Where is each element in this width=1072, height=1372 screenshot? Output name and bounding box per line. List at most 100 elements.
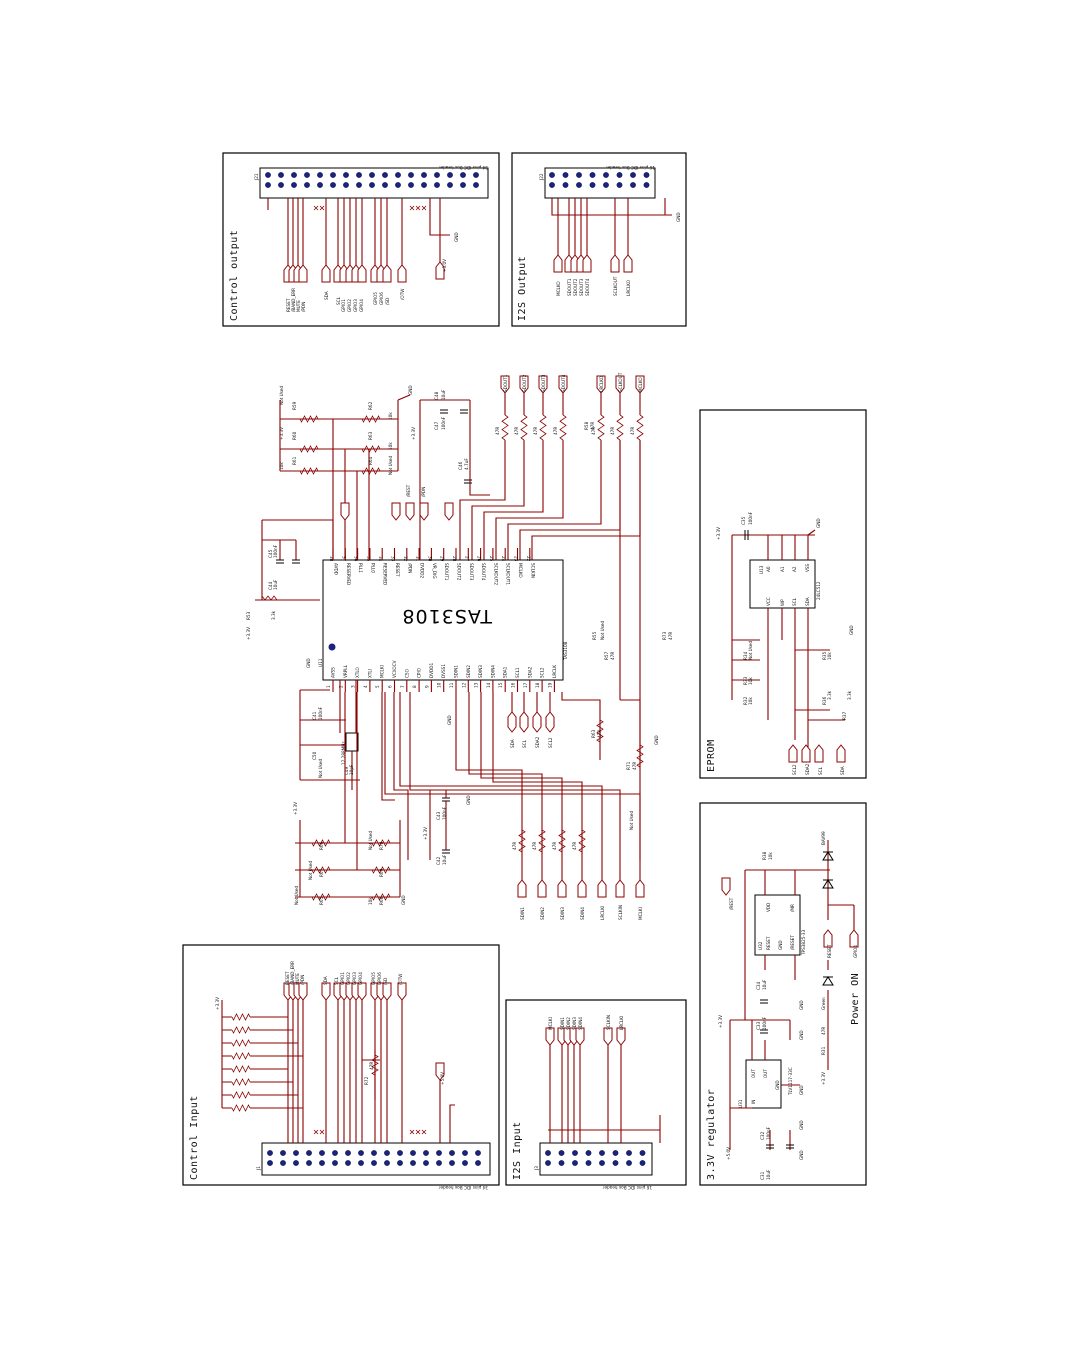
ic-left-num-15: 23 — [514, 556, 519, 562]
in-res-val-0: 47R — [512, 842, 517, 850]
j21-nc-4 — [421, 205, 427, 211]
v33-eeprom: +3.3V — [716, 527, 721, 540]
out-res-val-3: 47R — [553, 427, 558, 435]
power-on-label: Power ON — [850, 973, 861, 1025]
gnd-r35: GND — [849, 625, 854, 635]
ic-right-num-14: 15 — [498, 682, 503, 688]
r64-val: Not Used — [388, 456, 393, 475]
j1-pin-11 — [332, 1150, 338, 1156]
j21-pin-9 — [317, 172, 323, 178]
regulator: U31 TLV1117-33C IN OUT OUT GND +5.0V +3.… — [718, 831, 861, 1180]
low-res-right-2 — [371, 893, 391, 901]
j21-pin-1 — [265, 172, 271, 178]
bus-port-1 — [519, 711, 529, 733]
r37-val: 3.3k — [847, 690, 852, 700]
j3-pin-6 — [572, 1160, 578, 1166]
eeprom-pin-vcc: VCC — [766, 597, 771, 606]
ic-right-pin-15: SCL1 — [515, 667, 520, 678]
ic-right-num-5: 6 — [388, 685, 393, 688]
low-res-right-1 — [371, 866, 391, 874]
ic-right-pin-7: CPIO — [417, 667, 422, 678]
out-route-3 — [495, 440, 564, 560]
j1-port-9 — [357, 982, 367, 1001]
in-port-1 — [537, 879, 547, 898]
j21-port-3 — [298, 264, 308, 283]
j1-port-12 — [382, 982, 392, 1001]
ic-right-num-4: 5 — [375, 685, 380, 688]
r32-ref: R32 — [743, 696, 748, 705]
in-res-3 — [578, 829, 586, 853]
pullup-res-2 — [231, 1039, 251, 1047]
low-res-left-0 — [311, 839, 331, 847]
pullup-res-0 — [231, 1013, 251, 1021]
sig-reset-in: RESET — [285, 971, 290, 985]
r63-ref: R63 — [368, 431, 373, 440]
j1-nc-2 — [409, 1129, 415, 1135]
sig-gpio5-out: GPIO5 — [373, 292, 378, 305]
gnd-eeprom: GND — [816, 518, 821, 528]
j21-pin-18 — [369, 182, 375, 188]
in-port-label-5: SCLKIN — [618, 905, 623, 920]
bus-label-3: SCL2 — [548, 737, 553, 748]
ic-right-num-1: 2 — [338, 685, 343, 688]
sig-lrclko-j22: LRCLKO — [626, 279, 631, 296]
sup-pin-mr: /MR — [790, 904, 795, 912]
in-notused-val: Not Used — [629, 811, 634, 830]
j22-pin-16 — [643, 182, 650, 188]
ic-right-pin-6: CSO — [404, 668, 409, 678]
r38-val: 10k — [768, 852, 773, 860]
j1-pin-14 — [345, 1160, 351, 1166]
in-port-label-4: LRCLKI — [600, 906, 605, 920]
header-j21: J21 34 pins IDC Box header — [254, 165, 489, 199]
j3-pin-11 — [612, 1150, 619, 1156]
ic-right-num-18: 19 — [547, 682, 552, 688]
gnd-top-c — [444, 502, 454, 521]
j3-pin-16 — [639, 1160, 646, 1166]
bus-port-2 — [532, 711, 542, 733]
crystal-area: 12.288MHz C41 100nF C50 Not Used C49 10p… — [299, 658, 360, 790]
out-port-label-5: SCLKOUT — [618, 372, 623, 392]
in-port-label-0: SDIN1 — [520, 907, 525, 920]
r53-ref: R53 — [246, 611, 251, 620]
c34-ref: C34 — [756, 981, 761, 990]
eprom-frame — [699, 409, 867, 779]
sig-gpio6-in: GPIO6 — [377, 972, 382, 985]
main-ic: TAS3108 U11 TAS3108 AVDD38RESERVED37PLL1… — [318, 548, 568, 692]
j1-port-4 — [321, 982, 331, 1001]
j22-pin-8 — [589, 182, 596, 188]
r33-val: 10k — [748, 677, 753, 685]
j22-pin-13 — [630, 172, 636, 178]
j3-gnd-wire — [548, 1115, 661, 1143]
c50-val: Not Used — [318, 759, 323, 778]
sig-gpio6-out: GPIO6 — [379, 292, 384, 305]
c43-val: 100nF — [442, 806, 447, 820]
sig-sdout4-j22: SDOUT4 — [585, 278, 590, 296]
v5-reg: +5.0V — [726, 1147, 731, 1160]
sig-pdn-in: /PDN — [300, 975, 305, 985]
low-res-left-2 — [311, 893, 331, 901]
regulator-frame — [699, 802, 867, 1186]
sig-band-err-in: /BAND_ERR — [290, 961, 295, 985]
sig-scl-out: SCL — [336, 296, 341, 305]
out-res-6 — [636, 414, 644, 441]
j22-pin-7 — [589, 172, 596, 178]
j22-port-0 — [553, 254, 563, 273]
ic-right-pin-10: SDIN1 — [454, 665, 459, 678]
ldo-pin-out1: OUT — [751, 1069, 756, 1078]
sig-pdn-out: /PDN — [301, 302, 306, 312]
out-res-5 — [616, 414, 624, 441]
c42-ref: C42 — [436, 856, 441, 865]
j1-port-13 — [397, 982, 407, 1001]
r62-ref: R62 — [368, 401, 373, 410]
j21-pin-8 — [304, 182, 310, 188]
out-route-6 — [531, 440, 641, 560]
j21-ref: J21 — [254, 173, 259, 181]
gnd-dvss: GND — [447, 715, 452, 725]
gnd-reg5: GND — [799, 1030, 804, 1040]
ic-right-num-2: 3 — [351, 685, 356, 688]
crystal-label: 12.288MHz — [341, 741, 346, 765]
eeprom-pin-a2: A2 — [792, 566, 797, 572]
sig-sclkin-j3: SCLKIN — [606, 1015, 611, 1030]
top-res-left-1 — [299, 445, 319, 453]
r35-val: 10k — [827, 652, 832, 660]
